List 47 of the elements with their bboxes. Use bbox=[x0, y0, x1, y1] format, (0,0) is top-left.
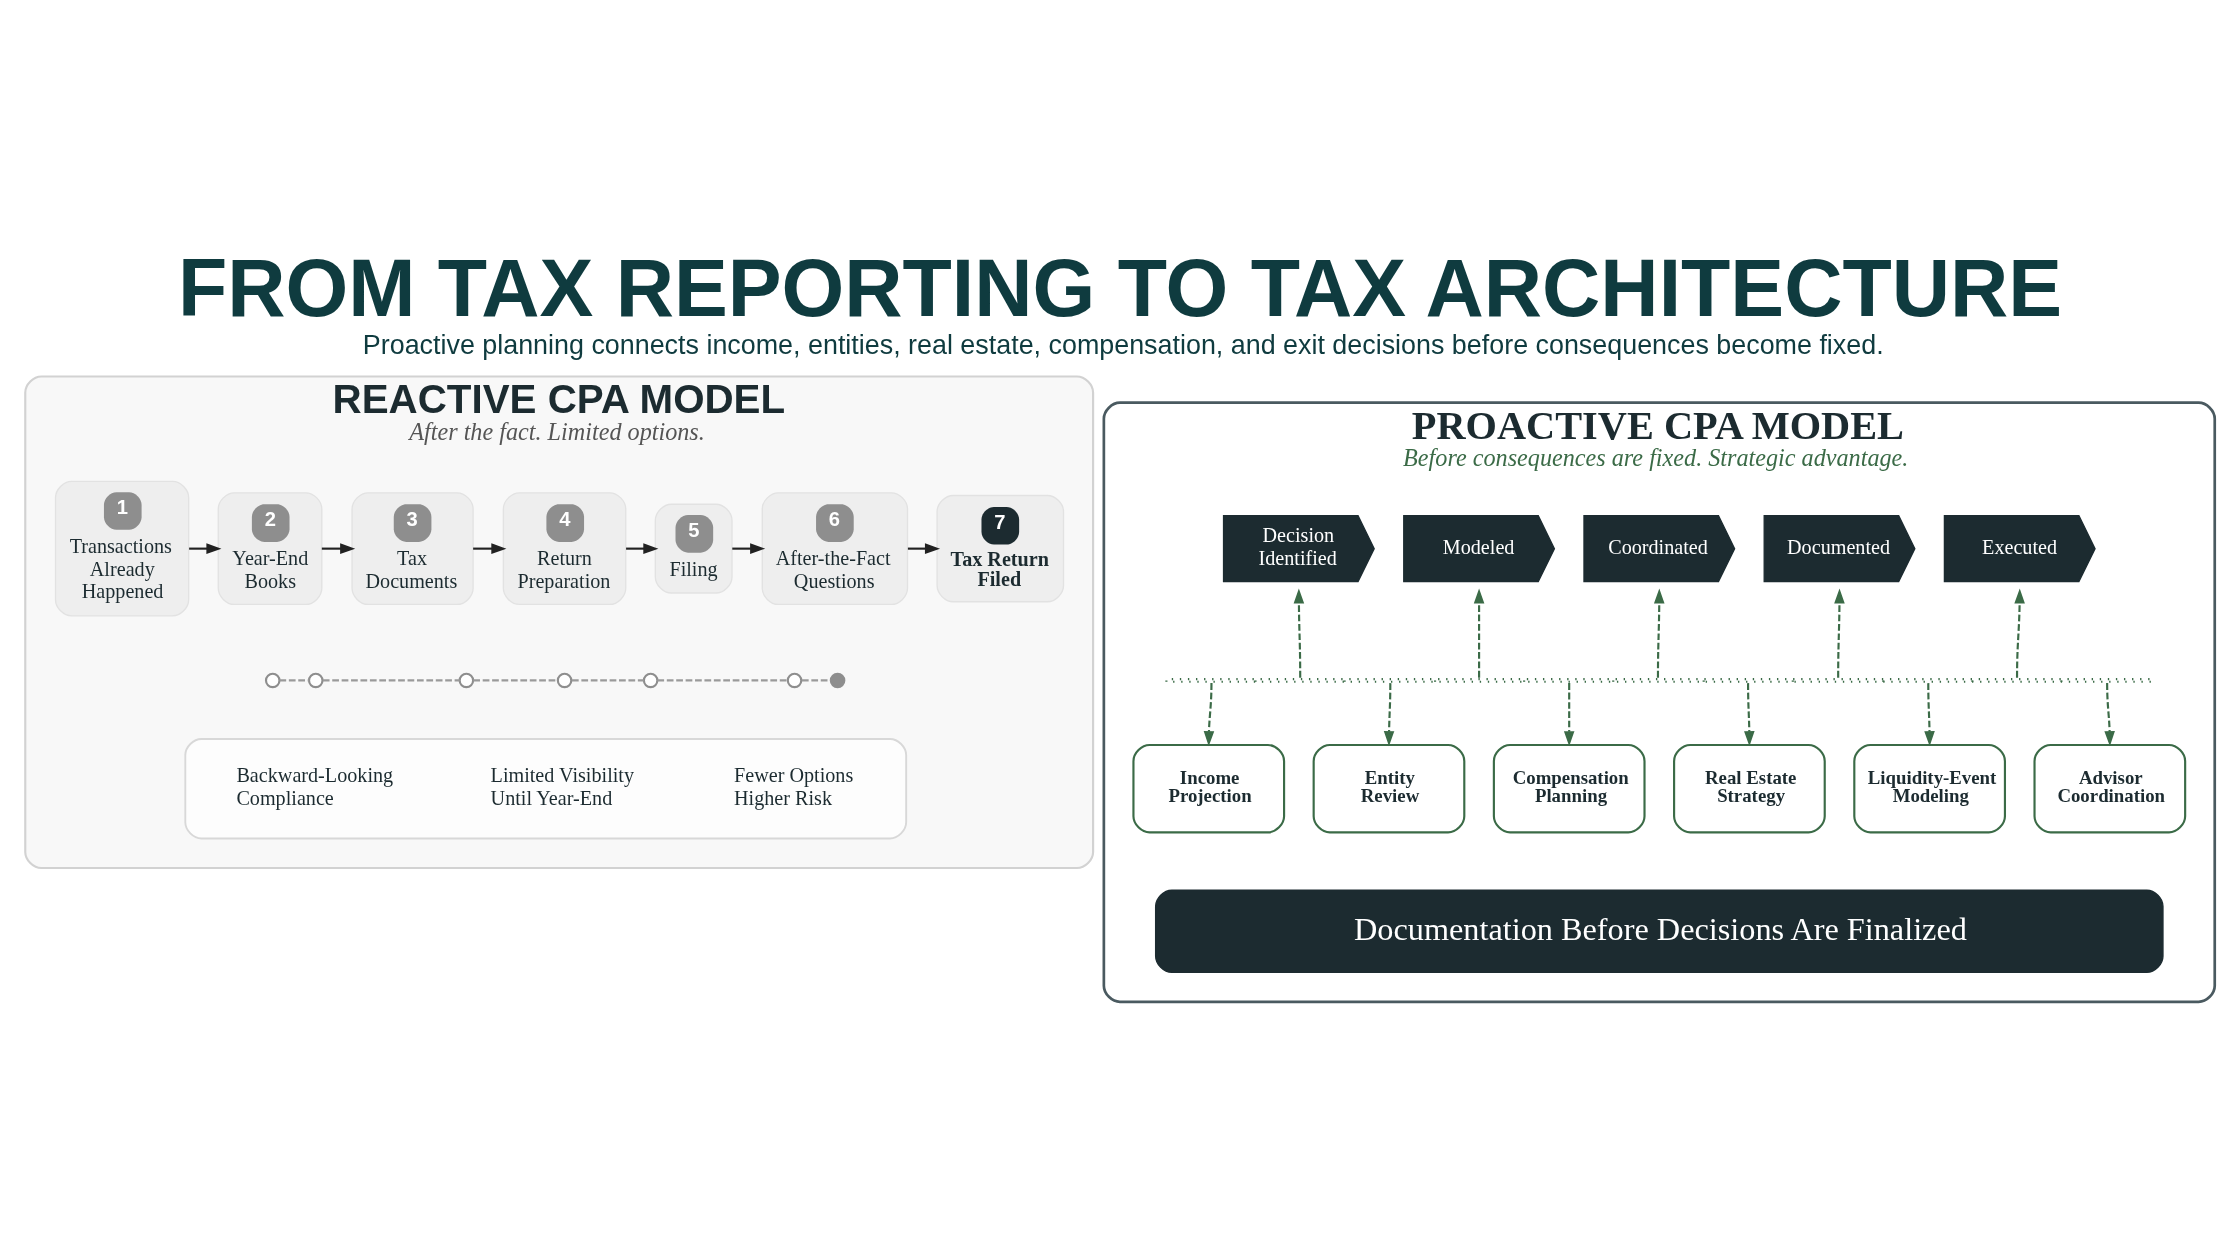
connector bbox=[657, 679, 788, 682]
node-circle bbox=[829, 672, 846, 689]
node-box: Documentation Before Decisions Are Finalized bbox=[1154, 889, 2164, 973]
cluster bbox=[184, 738, 908, 840]
node-box: 5 Filing bbox=[654, 503, 733, 594]
node-box: Liquidity-Event Modeling bbox=[1853, 743, 2006, 834]
node-box: 4 Return Preparation bbox=[502, 492, 627, 606]
node-text: Limited Visibility Until Year-End bbox=[490, 763, 635, 809]
node-box: Advisor Coordination bbox=[2033, 743, 2187, 834]
node-box: 3 Tax Documents bbox=[351, 492, 474, 606]
arrow bbox=[1203, 683, 1215, 747]
arrow bbox=[1653, 588, 1665, 678]
node-box: Income Projection bbox=[1132, 743, 1286, 834]
node-circle bbox=[458, 672, 475, 689]
node-circle bbox=[556, 672, 573, 689]
node-circle bbox=[642, 672, 659, 689]
node-box: 1 Transactions Already Happened bbox=[54, 480, 190, 617]
node-circle bbox=[786, 672, 803, 689]
connector bbox=[473, 679, 558, 682]
arrow bbox=[2104, 683, 2115, 747]
arrow bbox=[907, 543, 941, 554]
arrow bbox=[1924, 683, 1935, 747]
node-text: Fewer Options Higher Risk bbox=[734, 763, 854, 809]
arrow bbox=[1293, 588, 1305, 678]
arrow bbox=[626, 543, 659, 554]
arrow bbox=[1473, 588, 1485, 678]
arrow bbox=[1744, 683, 1755, 747]
node-circle bbox=[264, 672, 281, 689]
connector bbox=[279, 679, 309, 682]
connector bbox=[571, 679, 644, 682]
arrow bbox=[1563, 683, 1575, 747]
connector bbox=[322, 679, 460, 682]
arrow bbox=[1834, 588, 1845, 678]
arrow bbox=[473, 543, 507, 554]
arrow bbox=[732, 543, 766, 554]
node-box: 2 Year-End Books bbox=[217, 492, 323, 606]
node-box: Entity Review bbox=[1312, 743, 1466, 834]
node-box: Compensation Planning bbox=[1492, 743, 1646, 834]
node-box: 7 Tax Return Filed bbox=[936, 494, 1065, 603]
node-box: Real Estate Strategy bbox=[1673, 743, 1826, 834]
arrow bbox=[189, 543, 222, 554]
arrow bbox=[321, 543, 356, 554]
arrow bbox=[1383, 683, 1395, 747]
arrow bbox=[2014, 588, 2025, 678]
node-box: 6 After-the-Fact Questions bbox=[761, 492, 909, 606]
node-text: Backward-Looking Compliance bbox=[236, 763, 394, 809]
node-circle bbox=[307, 672, 324, 689]
